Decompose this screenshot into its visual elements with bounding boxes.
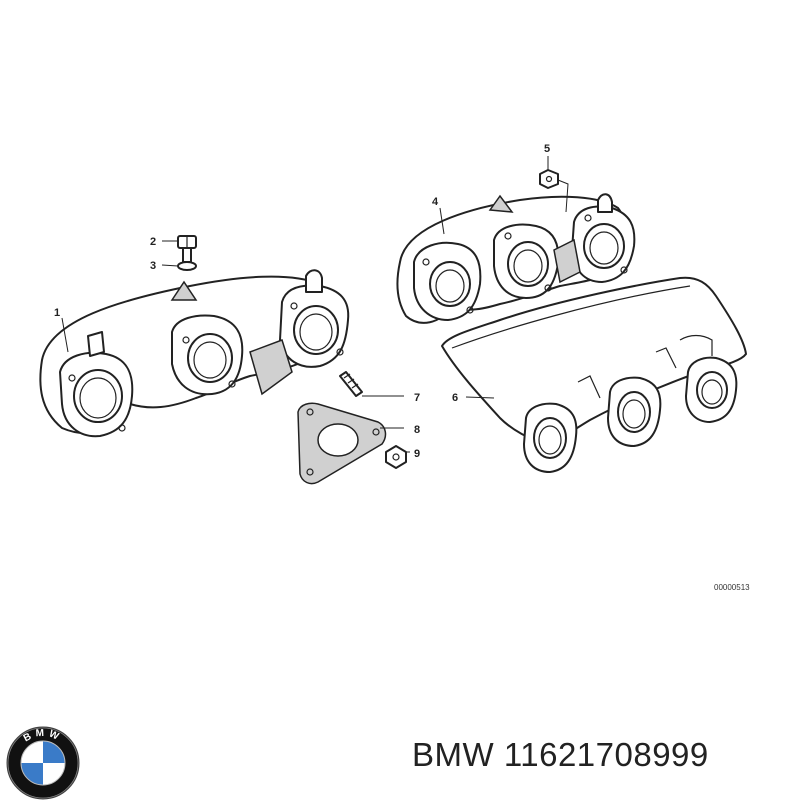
callout-1: 1 (54, 307, 60, 319)
callout-7: 7 (414, 392, 420, 404)
drawing-code: 00000513 (714, 583, 750, 592)
callout-2: 2 (150, 236, 156, 248)
callout-5: 5 (544, 143, 550, 155)
callout-8: 8 (414, 424, 420, 436)
part-number: 11621708999 (503, 736, 709, 773)
left-exhaust-manifold (39, 269, 350, 438)
shield-gasket-middle (607, 376, 662, 447)
callout-3: 3 (150, 260, 156, 272)
top-nut (539, 169, 559, 189)
flange-gasket (297, 402, 387, 485)
leader-lines (61, 156, 569, 453)
heat-shield (441, 276, 747, 473)
callout-4: 4 (432, 196, 439, 208)
bmw-logo-icon: BMW (6, 726, 80, 800)
shield-gasket-rear (685, 356, 738, 423)
callout-6: 6 (452, 392, 458, 404)
nut (385, 445, 407, 469)
brand-part-number-caption: BMW 11621708999 (412, 736, 792, 786)
brand-name: BMW (412, 736, 495, 773)
shield-gasket-front (523, 402, 578, 473)
bolt-and-washer (177, 235, 197, 271)
stud (339, 371, 363, 397)
right-exhaust-manifold (396, 193, 636, 324)
callout-9: 9 (414, 448, 420, 460)
